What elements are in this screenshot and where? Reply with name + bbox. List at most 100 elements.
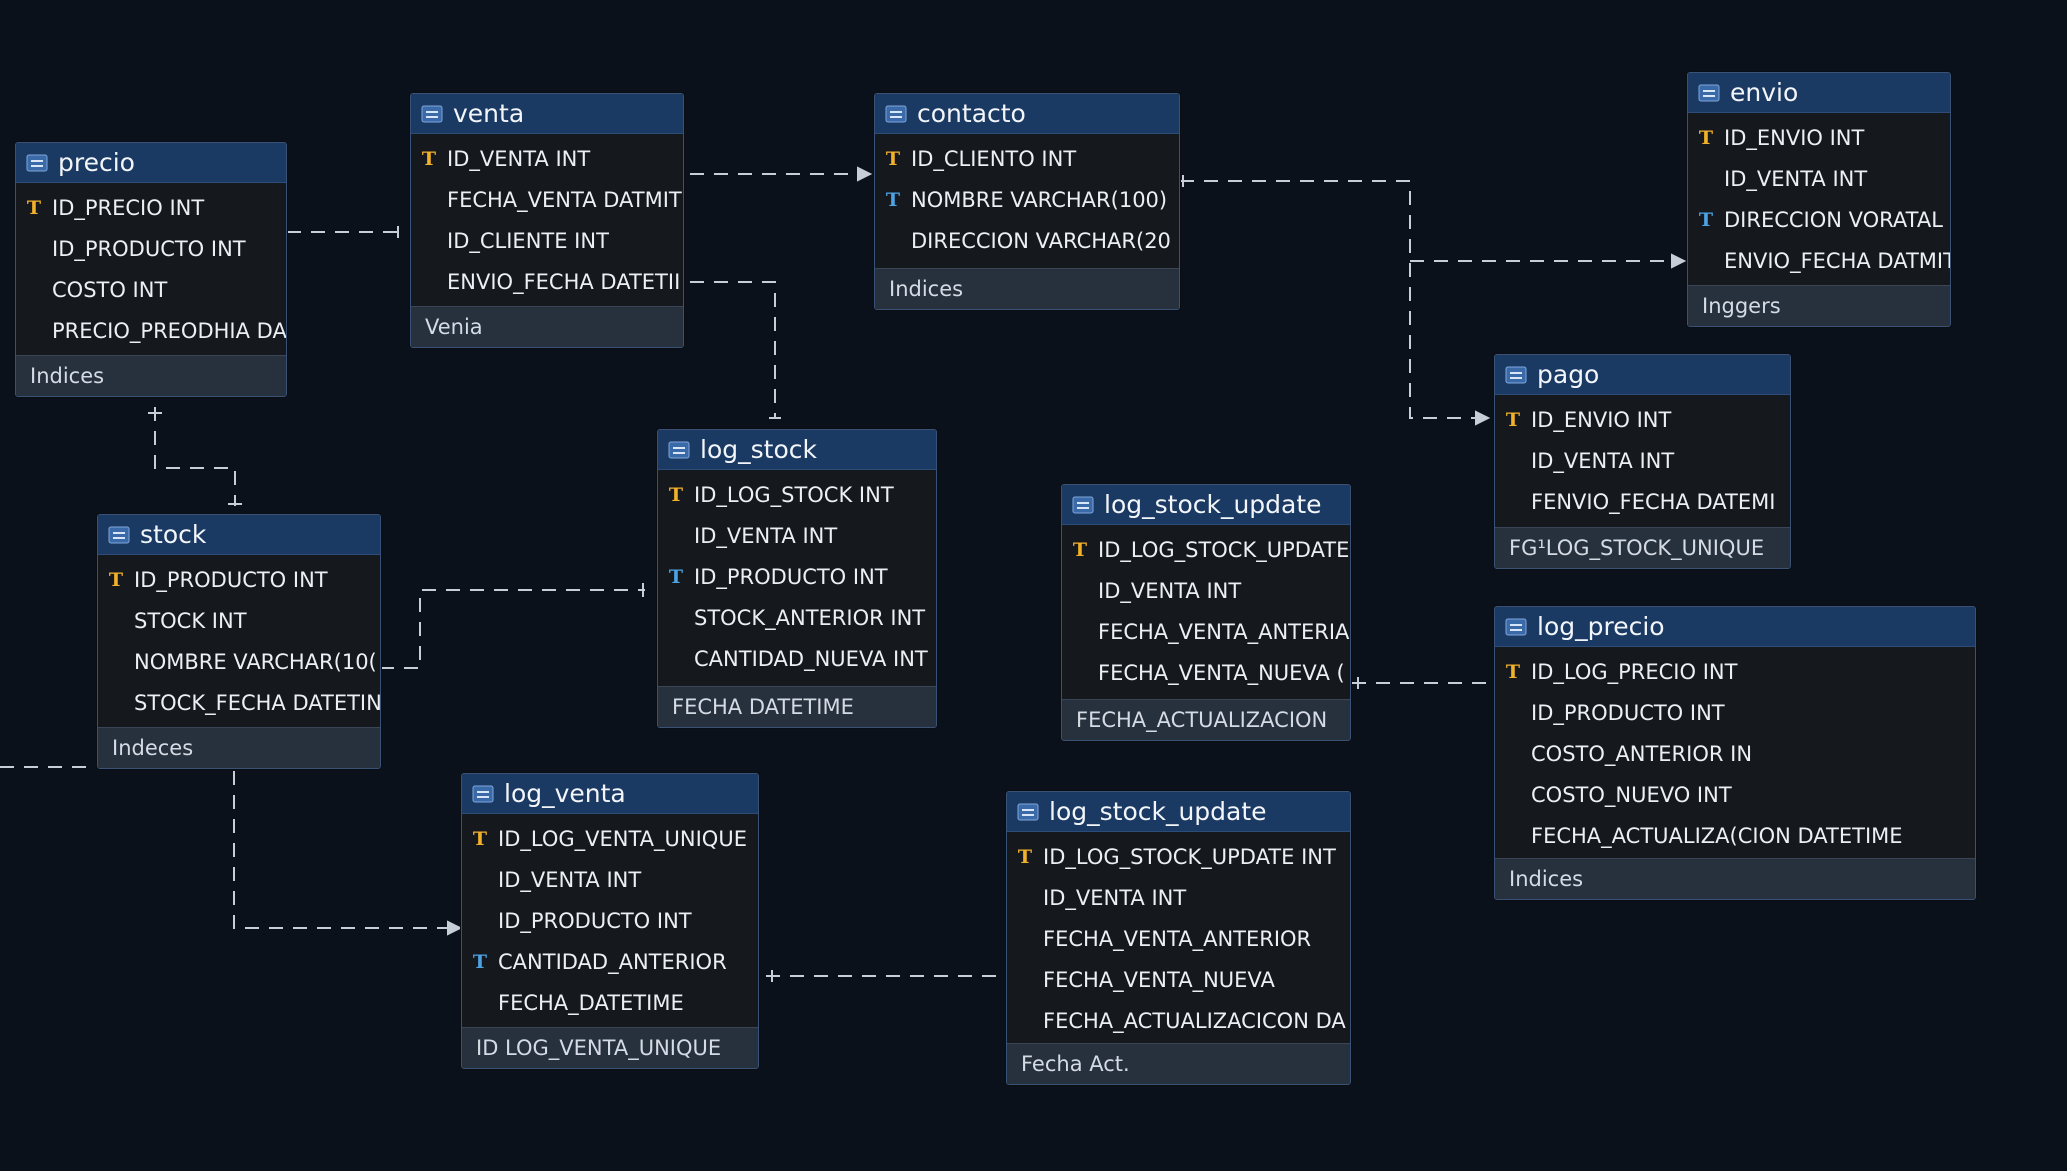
table-footer[interactable]: Indices [1495, 858, 1975, 899]
table-title: log_precio [1537, 612, 1665, 641]
column-row[interactable]: FECHA_VENTA_NUEVA [1007, 959, 1350, 1000]
column-name: STOCK INT [134, 608, 247, 633]
column-row[interactable]: FECHA_VENTA_ANTERIOR [1007, 918, 1350, 959]
table-footer[interactable]: Indices [875, 268, 1179, 309]
primary-key-icon: T [26, 196, 42, 219]
column-row[interactable]: STOCK_ANTERIOR INT [658, 597, 936, 638]
table-header[interactable]: contacto [875, 94, 1179, 134]
column-row[interactable]: ID_VENTA INT [1688, 158, 1950, 199]
column-row[interactable]: ID_VENTA INT [462, 859, 758, 900]
column-name: COSTO INT [52, 277, 168, 302]
table-header[interactable]: log_stock_update [1062, 485, 1350, 525]
table-header[interactable]: stock [98, 515, 380, 555]
table-icon [1505, 618, 1527, 636]
column-row[interactable]: CANTIDAD_NUEVA INT [658, 638, 936, 679]
table-header[interactable]: precio [16, 143, 286, 183]
column-row[interactable]: COSTO_ANTERIOR IN [1495, 733, 1975, 774]
column-row[interactable]: NOMBRE VARCHAR(10( [98, 641, 380, 682]
primary-key-icon: T [472, 827, 488, 850]
column-row[interactable]: FECHA_VENTA DATMIT [411, 179, 683, 220]
table-icon [1072, 496, 1094, 514]
column-name: ID_VENTA INT [498, 867, 642, 892]
column-row[interactable]: FECHA_VENTA_NUEVA ( [1062, 652, 1350, 693]
arrow-envio [1671, 253, 1687, 269]
column-row[interactable]: COSTO INT [16, 269, 286, 310]
column-row[interactable]: COSTO_NUEVO INT [1495, 774, 1975, 815]
table-footer[interactable]: Inggers [1688, 285, 1950, 326]
table-header[interactable]: pago [1495, 355, 1790, 395]
table-footer[interactable]: FG¹LOG_STOCK_UNIQUE [1495, 527, 1790, 568]
table-footer[interactable]: FECHA_ACTUALIZACION [1062, 699, 1350, 740]
table-footer[interactable]: Indeces [98, 727, 380, 768]
column-row[interactable]: FENVIO_FECHA DATEMI [1495, 481, 1790, 522]
table-footer[interactable]: ID LOG_VENTA_UNIQUE [462, 1027, 758, 1068]
column-row[interactable]: ID_CLIENTE INT [411, 220, 683, 261]
table-icon [108, 526, 130, 544]
column-row[interactable]: FECHA_DATETIME [462, 982, 758, 1023]
table-footer[interactable]: Venia [411, 306, 683, 347]
column-name: FECHA_VENTA_NUEVA ( [1098, 660, 1345, 685]
column-row[interactable]: FECHA_ACTUALIZACICON DA [1007, 1000, 1350, 1041]
column-row[interactable]: STOCK INT [98, 600, 380, 641]
column-row[interactable]: ID_PRODUCTO INT [16, 228, 286, 269]
table-footer[interactable]: FECHA DATETIME [658, 686, 936, 727]
column-row[interactable]: DIRECCION VARCHAR(20 [875, 220, 1179, 261]
column-name: ID_PRODUCTO INT [1531, 700, 1725, 725]
column-row[interactable]: ID_VENTA INT [1007, 877, 1350, 918]
column-row[interactable]: STOCK_FECHA DATETIN [98, 682, 380, 723]
column-row[interactable]: ID_VENTA INT [658, 515, 936, 556]
table-header[interactable]: log_stock_update [1007, 792, 1350, 832]
column-row[interactable]: T ID_LOG_VENTA_UNIQUE [462, 818, 758, 859]
table-footer[interactable]: Fecha Act. [1007, 1043, 1350, 1084]
column-row[interactable]: ENVIO_FECHA DATETII [411, 261, 683, 302]
foreign-key-icon: T [668, 565, 684, 588]
table-header[interactable]: log_stock [658, 430, 936, 470]
column-row[interactable]: ID_VENTA INT [1062, 570, 1350, 611]
table-icon [885, 105, 907, 123]
table-header[interactable]: venta [411, 94, 683, 134]
link-stock-log-venta [233, 771, 456, 929]
table-header[interactable]: log_precio [1495, 607, 1975, 647]
column-row[interactable]: FECHA_ACTUALIZA(CION DATETIME [1495, 815, 1975, 856]
column-row[interactable]: FECHA_VENTA_ANTERIA [1062, 611, 1350, 652]
column-name: ID_LOG_VENTA_UNIQUE [498, 826, 747, 851]
column-row[interactable]: ID_VENTA INT [1495, 440, 1790, 481]
column-name: ID_ENVIO INT [1724, 125, 1865, 150]
column-row[interactable]: ID_PRODUCTO INT [462, 900, 758, 941]
table-header[interactable]: envio [1688, 73, 1950, 113]
table-header[interactable]: log_venta [462, 774, 758, 814]
column-row[interactable]: ENVIO_FECHA DATMIT [1688, 240, 1950, 281]
table-footer[interactable]: Indices [16, 355, 286, 396]
table-title: log_stock_update [1049, 797, 1267, 826]
column-row[interactable]: ID_PRODUCTO INT [1495, 692, 1975, 733]
table-icon [1698, 84, 1720, 102]
table-log-venta[interactable]: log_venta T ID_LOG_VENTA_UNIQUE ID_VENTA I… [461, 773, 759, 1069]
column-name: ID_PRODUCTO INT [52, 236, 246, 261]
column-row[interactable]: PRECIO_PREODHIA DA [16, 310, 286, 351]
